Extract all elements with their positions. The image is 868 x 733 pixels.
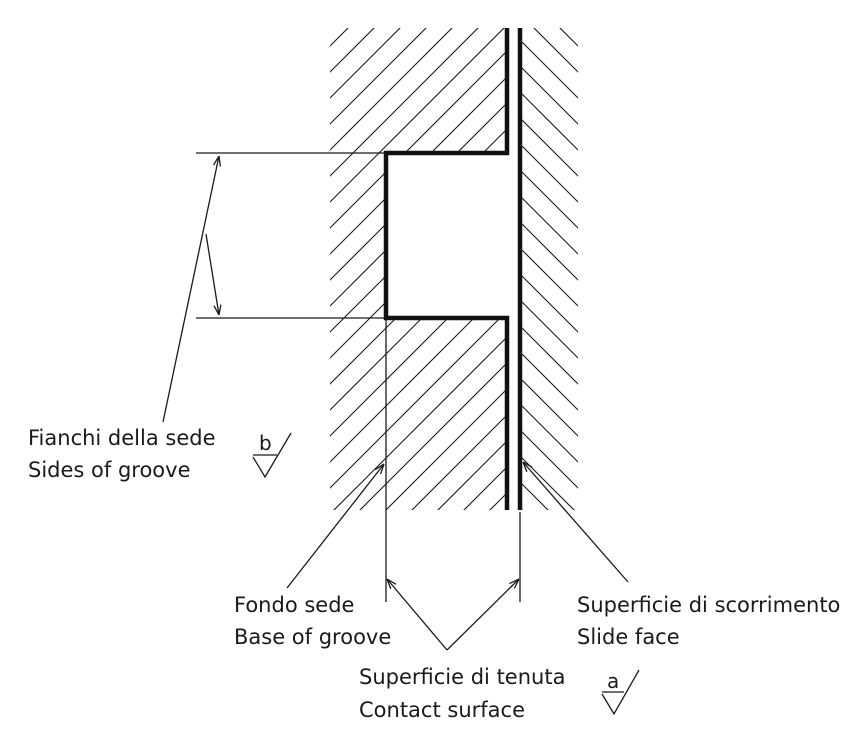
right-body-hatching: [520, 28, 578, 510]
hatch-line: [330, 28, 507, 510]
hatch-line: [525, 28, 578, 510]
hatch-line: [520, 28, 578, 510]
roughness-symbol-b: b: [252, 431, 292, 479]
sides-leader-short: [205, 233, 219, 315]
contact-label-it: Superficie di tenuta: [359, 665, 565, 689]
hatch-line: [520, 28, 578, 510]
hatch-line: [330, 28, 507, 510]
hatch-line: [330, 28, 507, 510]
base-label-it: Fondo sede: [234, 593, 354, 617]
hatch-line: [520, 28, 578, 510]
hatch-line: [330, 28, 487, 510]
hatch-line: [520, 28, 578, 510]
slide-label-en: Slide face: [577, 625, 680, 649]
contact-leader-left: [387, 579, 448, 651]
hatch-line: [330, 28, 507, 510]
hatch-line: [479, 28, 507, 510]
hatch-line: [375, 28, 507, 510]
hatch-line: [520, 28, 578, 510]
contact-leader-right: [446, 579, 519, 651]
hatch-line: [330, 28, 507, 510]
hatch-line: [330, 28, 507, 510]
hatch-line: [453, 28, 507, 510]
sides-label-it: Fianchi della sede: [28, 426, 216, 450]
sides-leader-long: [162, 156, 219, 423]
hatch-line: [330, 28, 435, 510]
hatch-line: [520, 28, 578, 510]
slide-leader: [523, 462, 629, 583]
base-leader: [286, 464, 384, 589]
contact-label-en: Contact surface: [359, 698, 525, 722]
hatch-line: [520, 28, 578, 510]
hatch-line: [520, 28, 578, 510]
hatch-line: [577, 28, 578, 510]
hatch-line: [401, 28, 507, 510]
hatch-line: [520, 28, 578, 510]
hatch-line: [349, 28, 507, 510]
base-label-en: Base of groove: [234, 625, 391, 649]
roughness-label-b: b: [259, 431, 272, 455]
roughness-symbol-a: a: [601, 669, 640, 716]
hatch-line: [551, 28, 578, 510]
hatch-line: [330, 28, 507, 510]
hatch-line: [520, 28, 578, 510]
hatch-line: [427, 28, 507, 510]
hatch-line: [520, 28, 578, 510]
slide-label-it: Superficie di scorrimento: [577, 593, 840, 617]
hatch-line: [520, 28, 578, 510]
hatch-line: [520, 28, 578, 510]
roughness-label-a: a: [607, 669, 619, 693]
hatch-line: [330, 28, 507, 510]
hatch-line: [330, 28, 507, 510]
hatch-line: [330, 28, 507, 510]
hatch-line: [330, 28, 507, 510]
hatch-line: [520, 28, 578, 510]
hatch-line: [532, 20, 868, 520]
hatch-line: [330, 28, 461, 510]
sides-label-en: Sides of groove: [28, 458, 191, 482]
groove-contour: [383, 28, 510, 510]
